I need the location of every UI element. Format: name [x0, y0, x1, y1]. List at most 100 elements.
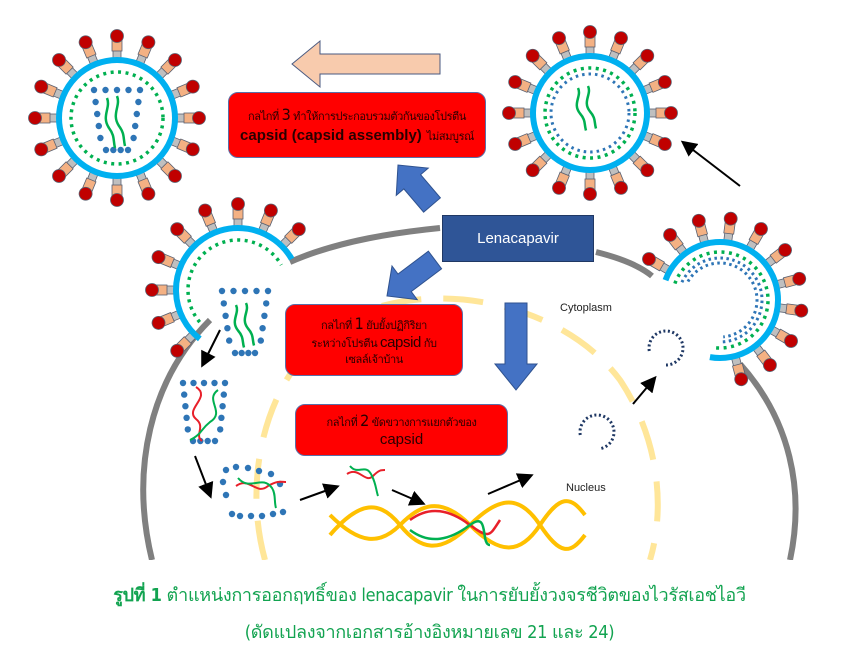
pre-integration-dna [346, 465, 386, 497]
host-chromosome [328, 499, 587, 551]
capsid-dot [224, 325, 231, 332]
capsid-dot [257, 337, 264, 344]
step-arrow-release [680, 140, 741, 187]
capsid-dot [261, 312, 268, 319]
spike-head [754, 222, 768, 236]
spike-head [552, 31, 566, 46]
capsid-dot [236, 512, 244, 520]
capsid-dot [267, 470, 275, 478]
spike [173, 111, 206, 125]
diagram-canvas [28, 25, 809, 561]
spike-head [583, 25, 597, 39]
capsid-dot [181, 391, 188, 398]
defective-capsid-dot [117, 146, 124, 154]
spike [110, 174, 124, 207]
spike-head [141, 186, 156, 201]
spike-head [778, 243, 792, 257]
mechanism-3-outcome: ไม่สมบูรณ์ [426, 129, 474, 143]
capsid-layer [686, 261, 759, 339]
mechanism-2-prefix: กลไกที่ [326, 415, 358, 429]
spike-head [78, 186, 93, 201]
defective-capsid-dot [132, 122, 139, 130]
spike [583, 168, 597, 201]
defective-capsid-dot [113, 86, 121, 94]
nucleus-label: Nucleus [566, 482, 606, 494]
viral-rna-strand [237, 477, 277, 509]
spike-head [185, 142, 200, 157]
capsid-dot [197, 437, 204, 445]
figure-caption: รูปที่ 1 ตำแหน่งการออกฤทธิ์ของ lenacapav… [0, 580, 859, 646]
spike-head [52, 169, 66, 183]
rna-strand [104, 97, 117, 149]
capsid-dot [253, 287, 260, 295]
capsid-layer [549, 72, 631, 154]
mechanism-2-capsid-term: capsid [379, 430, 424, 448]
step-arrow-transport [299, 483, 340, 501]
mechanism-3-capsid-term: capsid (capsid assembly) [240, 126, 422, 144]
capsid-dot [231, 349, 239, 357]
mechanism-1-text-2: ระหว่างโปรตีน [311, 336, 378, 350]
spike [151, 309, 184, 330]
spike [170, 222, 199, 251]
spike-head [34, 142, 49, 157]
capsid-dot [264, 287, 272, 295]
spike-head [198, 203, 212, 218]
gag-assembly-arc [647, 329, 685, 367]
defective-capsid-dot [95, 122, 103, 130]
spike-head [264, 203, 278, 218]
mature-virion [502, 25, 678, 201]
mechanism-2-number: 2 [360, 410, 369, 430]
mechanism-1-text: ยับยั้งปฏิกิริยา [366, 318, 427, 332]
host-dna-strand [328, 500, 587, 551]
capsid-dot [204, 437, 211, 445]
capsid-dot [190, 379, 197, 387]
gag-assembly-arc [578, 413, 616, 451]
spike-head [583, 187, 597, 201]
spike [145, 283, 178, 297]
spike-head [151, 250, 166, 264]
spike-head [525, 48, 540, 63]
spike-head [640, 48, 655, 63]
spike-head [502, 106, 516, 120]
capsid-dot [218, 287, 226, 295]
capsid-dot [228, 510, 236, 518]
spike-head [664, 106, 678, 120]
capsid-dot [230, 287, 237, 295]
viral-envelope [662, 239, 781, 361]
rna-strand [233, 304, 246, 348]
spike [607, 162, 628, 195]
spike-head [110, 29, 124, 43]
defective-capsid-dot [92, 98, 99, 106]
spike-head [657, 137, 672, 151]
capsid-dot [226, 337, 233, 344]
spike-head [734, 372, 749, 387]
spike-head [110, 193, 124, 207]
defective-capsid-dot [90, 86, 98, 94]
cytoplasm-label: Cytoplasm [560, 302, 612, 314]
defective-capsid-dot [124, 146, 132, 154]
spike [645, 106, 678, 120]
capsid-dot [244, 464, 252, 472]
spike [78, 35, 100, 68]
immature-virion [28, 29, 206, 207]
spike-head [291, 222, 306, 237]
spike-head [663, 228, 677, 242]
figure-label: รูปที่ 1 [113, 585, 162, 606]
viral-dna-strand [349, 465, 379, 497]
spike-head [792, 271, 807, 286]
capsid-dot [222, 466, 230, 474]
capsid-layer [680, 256, 764, 344]
viral-dna-strand [346, 469, 386, 479]
rna-strand [585, 85, 598, 129]
spike [198, 203, 219, 236]
capsid-dot [211, 379, 218, 387]
mechanism-3-prefix: กลไกที่ [248, 109, 279, 123]
spike-head [168, 169, 182, 183]
spike-head [52, 53, 66, 67]
caption-line-1: ตำแหน่งการออกฤทธิ์ของ lenacapavir ในการย… [166, 585, 746, 606]
capsid-dot [184, 426, 191, 433]
spike-head [614, 180, 628, 195]
step-arrow-integration [391, 489, 426, 506]
mechanism-2-text: ขัดขวางการแยกตัวของ [371, 415, 477, 429]
spike-head [168, 53, 182, 67]
